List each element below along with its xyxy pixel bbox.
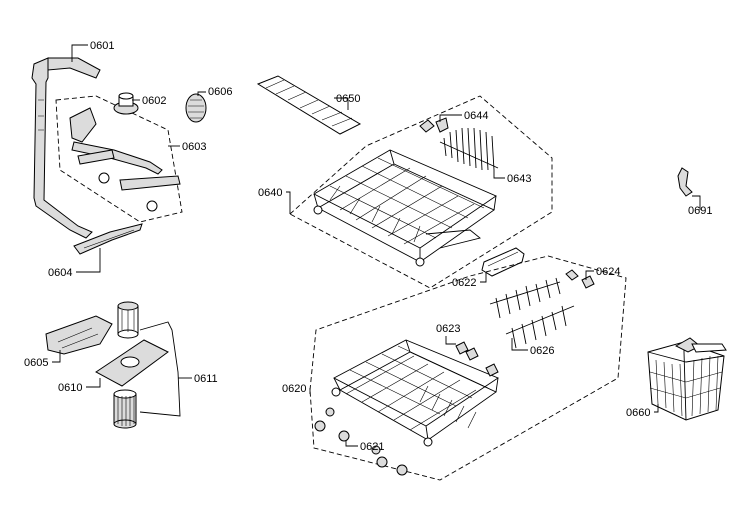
upper-rack-frame bbox=[289, 95, 553, 289]
label-0644: 0644 bbox=[464, 110, 488, 122]
label-0603: 0603 bbox=[182, 141, 206, 153]
leader-lines bbox=[52, 44, 701, 447]
label-0650: 0650 bbox=[336, 93, 360, 105]
lower-tines-part bbox=[489, 269, 595, 349]
lower-rack-frame bbox=[309, 255, 627, 481]
label-0610: 0610 bbox=[58, 382, 82, 394]
cutlery-basket-part bbox=[647, 337, 727, 421]
label-0624: 0624 bbox=[596, 266, 620, 278]
supply-tube-part bbox=[31, 57, 93, 239]
rack-part-0622 bbox=[481, 247, 525, 277]
folding-tines-part bbox=[439, 127, 499, 171]
filter-disc-part bbox=[185, 93, 207, 123]
lower-spray-arm-part bbox=[73, 223, 143, 255]
label-0602: 0602 bbox=[142, 95, 166, 107]
spray-arm-frame bbox=[55, 95, 183, 223]
cup-holder-part bbox=[256, 75, 362, 135]
label-0611: 0611 bbox=[194, 373, 218, 385]
hub-part bbox=[113, 92, 139, 115]
lower-rack-group bbox=[309, 255, 627, 481]
right-parts-group bbox=[647, 167, 727, 421]
upper-spray-arm-part bbox=[71, 141, 163, 175]
rack-wheels-part bbox=[314, 407, 408, 476]
hook-part bbox=[677, 167, 693, 197]
label-0643: 0643 bbox=[507, 173, 531, 185]
filter-cover-part bbox=[45, 315, 113, 355]
label-0606: 0606 bbox=[208, 86, 232, 98]
rack-clip-part bbox=[419, 117, 449, 133]
label-0621: 0621 bbox=[360, 441, 384, 453]
part-labels: 0601 0602 0606 0603 0604 0605 0610 0611 … bbox=[24, 40, 712, 453]
spray-arm-group bbox=[31, 57, 207, 255]
lower-rack-part bbox=[331, 339, 499, 447]
fine-filter-part bbox=[113, 389, 137, 429]
label-0605: 0605 bbox=[24, 357, 48, 369]
label-0601: 0601 bbox=[90, 40, 114, 52]
upper-rack-group bbox=[256, 75, 553, 289]
label-0620: 0620 bbox=[282, 383, 306, 395]
label-0604: 0604 bbox=[48, 267, 72, 279]
filter-group bbox=[45, 301, 181, 429]
label-0622: 0622 bbox=[452, 277, 476, 289]
filter-cylinder-part bbox=[117, 301, 139, 339]
label-0691: 0691 bbox=[688, 205, 712, 217]
label-0626: 0626 bbox=[530, 345, 554, 357]
label-0623: 0623 bbox=[436, 323, 460, 335]
label-0640: 0640 bbox=[258, 187, 282, 199]
upper-rack-part bbox=[313, 149, 497, 267]
label-0660: 0660 bbox=[626, 407, 650, 419]
rack-clips-part bbox=[455, 341, 499, 377]
